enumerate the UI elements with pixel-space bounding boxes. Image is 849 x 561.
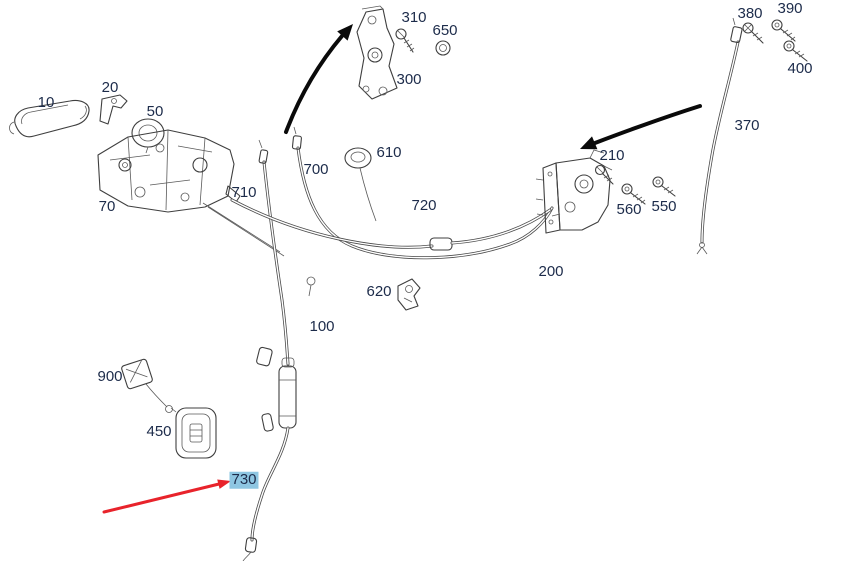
part-label-550[interactable]: 550	[651, 197, 677, 215]
part-label-620[interactable]: 620	[366, 282, 392, 300]
part-label-20[interactable]: 20	[101, 78, 119, 96]
part-drawing-550-screw	[652, 176, 676, 197]
part-drawing-390-screw	[771, 19, 796, 42]
part-drawing-310-screw	[395, 28, 415, 53]
carrier-rods	[202, 202, 285, 257]
part-drawing-70-handle-carrier	[97, 129, 241, 213]
part-drawing-700-cable	[291, 126, 554, 260]
part-label-610[interactable]: 610	[376, 143, 402, 161]
part-drawing-610-grommet	[344, 147, 377, 222]
red-arrow-shaft	[102, 482, 221, 514]
black-arrow-to-200	[580, 104, 702, 150]
part-drawing-730-cable	[242, 413, 290, 561]
part-label-210[interactable]: 210	[599, 146, 625, 164]
part-label-650[interactable]: 650	[432, 21, 458, 39]
part-label-390[interactable]: 390	[777, 0, 803, 17]
part-label-400[interactable]: 400	[787, 59, 813, 77]
part-drawing-200-door-lock	[535, 149, 613, 234]
red-arrow-head	[217, 479, 231, 489]
part-drawing-720-cable	[230, 198, 552, 251]
red-pointer-arrow	[102, 479, 231, 514]
part-label-300[interactable]: 300	[396, 70, 422, 88]
part-drawing-400-screw	[783, 40, 808, 62]
part-drawing-450-switch	[170, 407, 217, 459]
part-label-450[interactable]: 450	[146, 422, 172, 440]
part-drawing-210-screw	[594, 164, 614, 185]
part-label-200[interactable]: 200	[538, 262, 564, 280]
part-label-100[interactable]: 100	[309, 317, 335, 335]
part-label-50[interactable]: 50	[146, 102, 164, 120]
part-drawing-370-cable	[696, 17, 743, 255]
part-drawing-710-cable	[256, 139, 290, 367]
part-drawing-20-handle-cap	[99, 94, 128, 125]
part-drawing-50-cover	[131, 118, 165, 154]
part-drawing-900-sensor	[121, 358, 173, 413]
part-label-10[interactable]: 10	[37, 93, 55, 111]
part-drawing-560-screw	[621, 183, 646, 205]
part-label-70[interactable]: 70	[98, 197, 116, 215]
part-drawing-300-bracket	[356, 5, 398, 100]
part-drawing-620-clip	[397, 278, 421, 311]
part-label-560[interactable]: 560	[616, 200, 642, 218]
part-drawing-380-screw	[742, 22, 764, 44]
part-label-730[interactable]: 730	[229, 470, 259, 489]
part-drawing-100-cylinder	[278, 276, 316, 429]
black-arrow-to-300	[284, 24, 353, 134]
part-drawing-650-cap	[435, 40, 451, 56]
part-label-380[interactable]: 380	[737, 4, 763, 22]
part-label-700[interactable]: 700	[303, 160, 329, 178]
part-label-710[interactable]: 710	[231, 183, 257, 201]
part-label-310[interactable]: 310	[401, 8, 427, 26]
part-label-900[interactable]: 900	[97, 367, 123, 385]
part-drawing-10-door-handle	[9, 99, 90, 138]
part-label-370[interactable]: 370	[734, 116, 760, 134]
part-label-720[interactable]: 720	[411, 196, 437, 214]
